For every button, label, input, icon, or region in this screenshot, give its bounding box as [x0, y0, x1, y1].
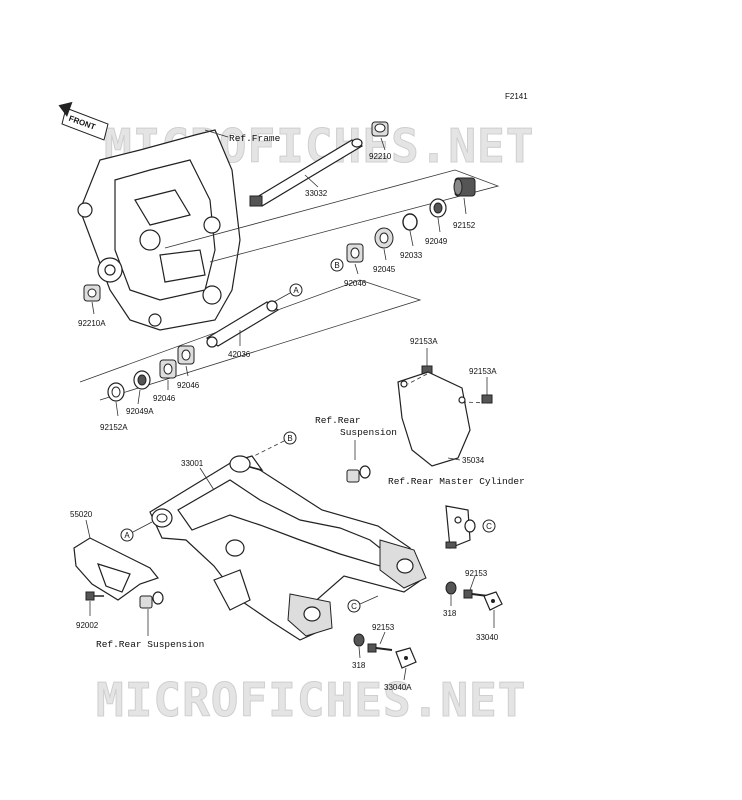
part-92046-low — [159, 359, 177, 379]
part-318-nut-right — [445, 581, 457, 595]
callout-a-top: A — [289, 283, 303, 297]
label-92210: 92210 — [369, 152, 392, 161]
label-92033: 92033 — [400, 251, 423, 260]
part-92046-mid — [177, 345, 195, 365]
part-92152a-bush — [107, 382, 125, 402]
part-master-cylinder-bracket — [445, 505, 471, 549]
label-92210a: 92210A — [78, 319, 106, 328]
label-42036: 42036 — [228, 350, 251, 359]
label-92153-right: 92153 — [465, 569, 488, 578]
callout-c-right: C — [482, 519, 496, 533]
part-92153-bolt-bottom — [367, 643, 393, 653]
label-55020: 55020 — [70, 510, 93, 519]
ref-rear-suspension-bottom-label: Ref.Rear Suspension — [96, 639, 204, 650]
part-92210-nut — [371, 121, 389, 137]
part-rear-suspension-collar-bottom — [139, 591, 164, 609]
part-33032-shaft — [249, 138, 364, 207]
part-92046-top — [346, 243, 364, 263]
part-92045-bearing — [374, 227, 394, 249]
label-92045: 92045 — [373, 265, 396, 274]
label-33032: 33032 — [305, 189, 328, 198]
svg-text:A: A — [293, 286, 299, 295]
part-318-nut-bottom — [353, 633, 365, 647]
ref-rear-suspension-top-line2: Suspension — [340, 427, 397, 438]
callout-b-swingarm: B — [283, 431, 297, 445]
label-33040a: 33040A — [384, 683, 412, 692]
figure-code: F2141 — [505, 92, 528, 101]
svg-text:C: C — [486, 522, 492, 531]
svg-text:C: C — [351, 602, 357, 611]
svg-text:B: B — [287, 434, 292, 443]
part-35034-guard — [397, 371, 471, 467]
callout-a-swingarm: A — [120, 528, 134, 542]
front-arrow-icon: FRONT — [58, 101, 109, 141]
ref-rear-suspension-top-line1: Ref.Rear — [315, 415, 361, 426]
label-92152a: 92152A — [100, 423, 128, 432]
callout-b-top: B — [330, 258, 344, 272]
part-33040a-block — [395, 647, 417, 669]
part-92210a-nut — [83, 284, 101, 302]
label-92049: 92049 — [425, 237, 448, 246]
label-318-right: 318 — [443, 609, 457, 618]
part-92002-bolt — [85, 591, 104, 601]
part-92153a-bolt-2 — [481, 394, 493, 404]
part-92049a-seal — [133, 370, 151, 390]
part-92152-bush — [453, 177, 476, 197]
part-92049-seal — [429, 198, 447, 218]
part-33001-swingarm — [149, 455, 427, 641]
part-42036-collar — [205, 300, 280, 348]
label-33001: 33001 — [181, 459, 204, 468]
part-55020-chain-guard — [73, 537, 160, 601]
part-master-cylinder-collar — [464, 519, 476, 533]
watermark-bottom: MICROFICHES.NET — [96, 673, 526, 727]
callout-c-swingarm: C — [347, 599, 361, 613]
label-35034: 35034 — [462, 456, 485, 465]
label-318-bottom: 318 — [352, 661, 366, 670]
part-92033-circlip — [402, 213, 418, 231]
frame-drawing — [77, 129, 241, 331]
label-92153-bottom: 92153 — [372, 623, 395, 632]
label-92046-low: 92046 — [153, 394, 176, 403]
label-92046-mid: 92046 — [177, 381, 200, 390]
label-92002: 92002 — [76, 621, 99, 630]
part-rear-suspension-collar-top — [346, 465, 371, 483]
label-92153a-2: 92153A — [469, 367, 497, 376]
label-92153a-1: 92153A — [410, 337, 438, 346]
label-92046-top: 92046 — [344, 279, 367, 288]
label-33040: 33040 — [476, 633, 499, 642]
label-92049a: 92049A — [126, 407, 154, 416]
ref-rear-master-cylinder-label: Ref.Rear Master Cylinder — [388, 476, 525, 487]
part-33040-block — [483, 591, 503, 611]
label-92152: 92152 — [453, 221, 476, 230]
svg-text:A: A — [124, 531, 130, 540]
svg-text:B: B — [334, 261, 339, 270]
ref-frame-label: Ref.Frame — [229, 133, 281, 144]
